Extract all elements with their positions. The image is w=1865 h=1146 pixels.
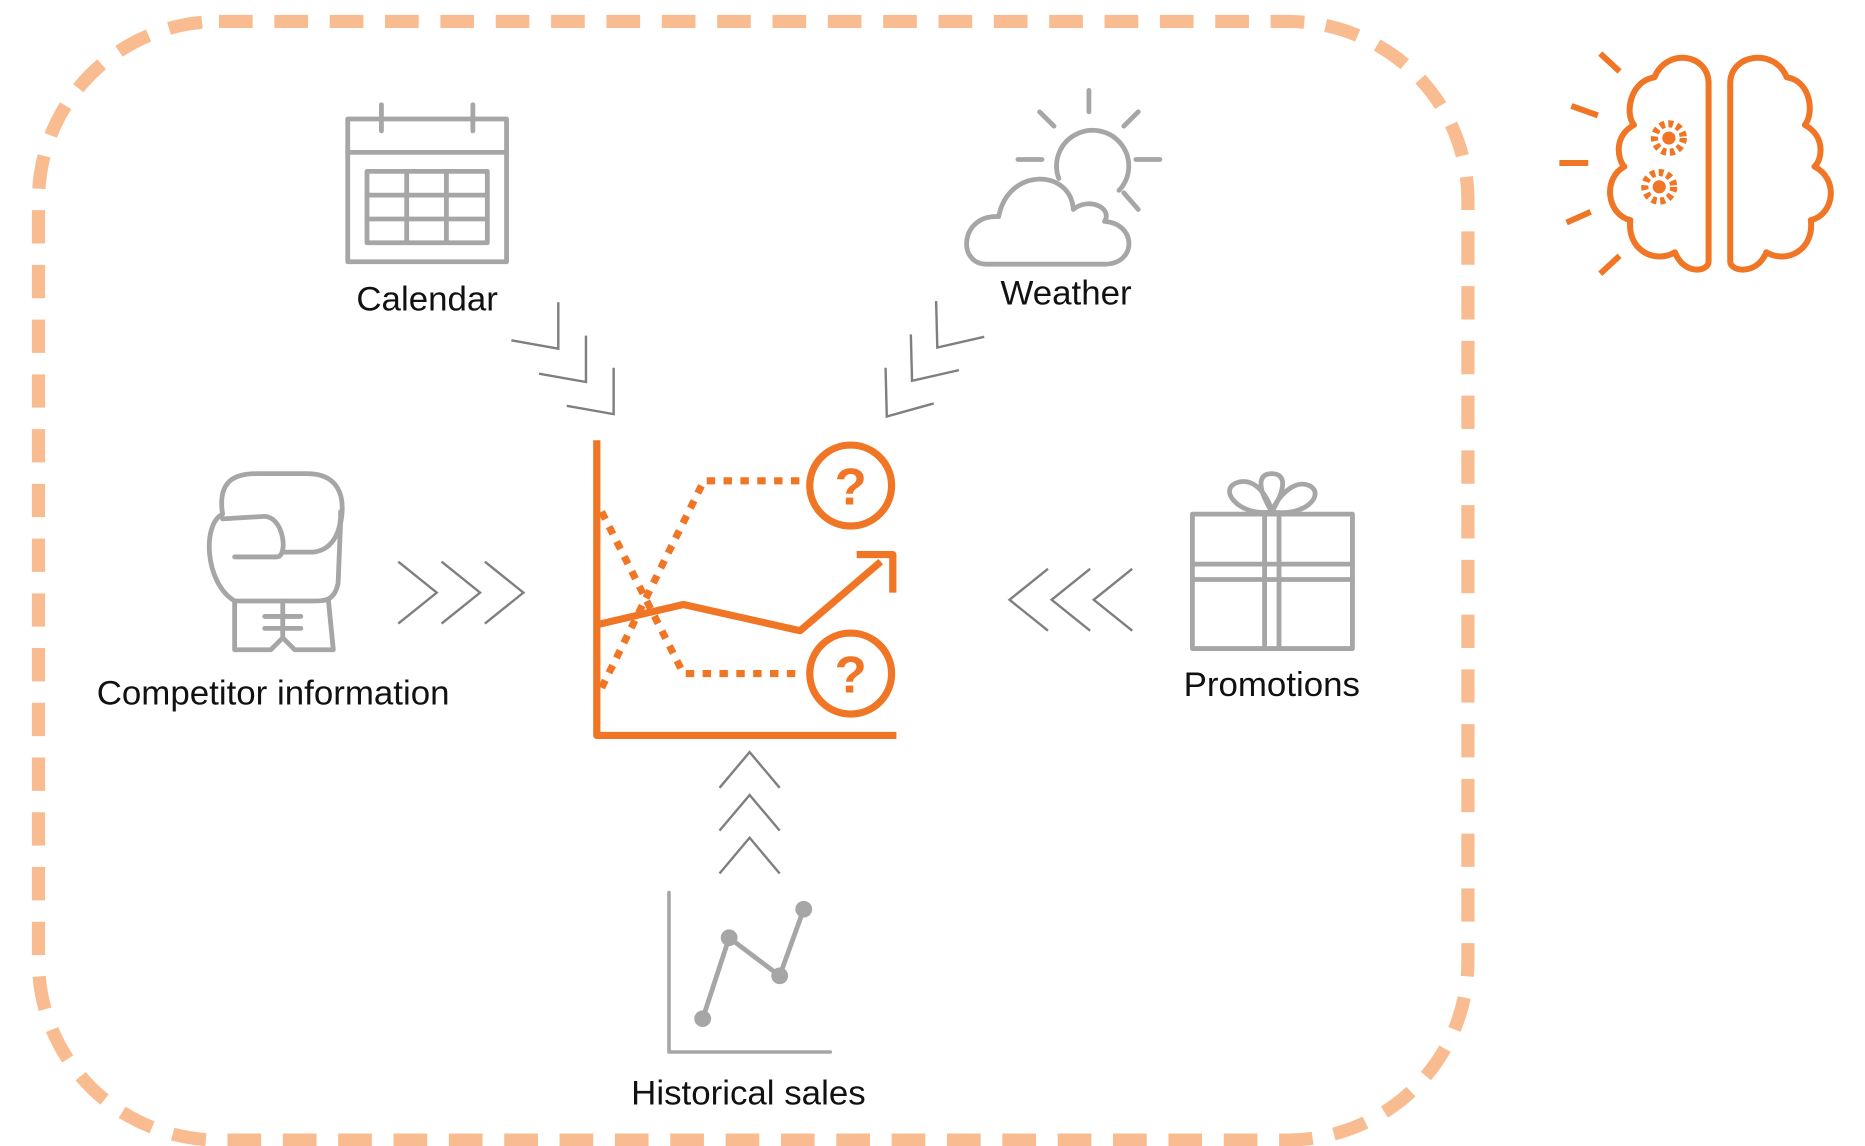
calendar-label: Calendar [356,281,498,319]
chevron-down-left-icon [884,301,985,419]
weather-label: Weather [1000,275,1131,313]
calendar-icon [345,102,509,265]
chevron-down-right-icon [511,302,615,416]
dashed-boundary [31,14,1475,1146]
gift-icon [1189,471,1355,651]
promotions-label: Promotions [1184,666,1360,704]
boxing-glove-icon [206,471,345,653]
brain-gears-icon [1559,51,1834,276]
question-mark-bottom: ? [835,646,867,705]
chevron-left-icon [1007,567,1133,632]
chevron-right-icon [397,560,526,625]
competitor-label: Competitor information [97,675,450,713]
forecast-chart-icon: ? ? [593,440,897,740]
chevron-up-icon [718,750,781,875]
line-chart-icon [667,890,833,1054]
historical-label: Historical sales [631,1075,866,1113]
weather-icon [964,88,1163,267]
question-mark-top: ? [835,458,867,517]
